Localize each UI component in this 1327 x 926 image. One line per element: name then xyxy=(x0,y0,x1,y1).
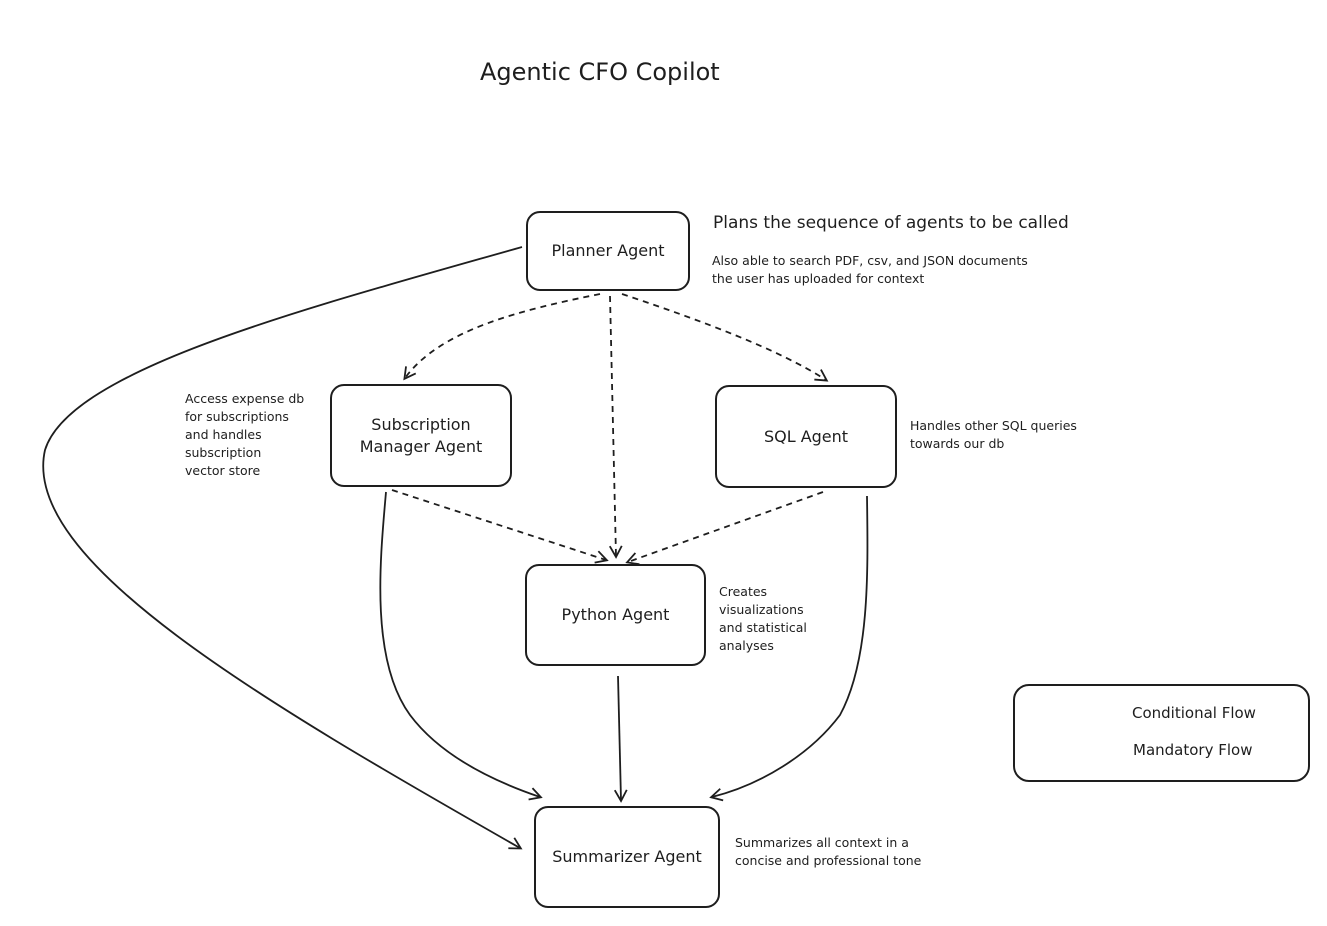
edge-planner-summarizer xyxy=(42,246,523,850)
planner-agent-node: Planner Agent xyxy=(526,211,690,291)
edge-sql-summarizer xyxy=(709,495,869,802)
python-agent-node: Python Agent xyxy=(525,564,706,666)
edge-sql-python xyxy=(625,491,824,566)
summarizer-agent-node: Summarizer Agent xyxy=(534,806,720,908)
edge-planner-python xyxy=(608,295,623,559)
edge-planner-sql xyxy=(621,293,829,382)
edge-python-summarizer xyxy=(613,675,628,803)
planner-heading-note: Plans the sequence of agents to be calle… xyxy=(713,213,1069,233)
legend-box xyxy=(1013,684,1310,782)
planner-detail-note: Also able to search PDF, csv, and JSON d… xyxy=(712,253,1028,286)
sql-note: Handles other SQL queries towards our db xyxy=(910,418,1077,451)
sql-agent-node: SQL Agent xyxy=(715,385,897,488)
edge-subscription-python xyxy=(391,489,609,564)
legend-mandatory-label: Mandatory Flow xyxy=(1133,741,1253,759)
summarizer-note: Summarizes all context in a concise and … xyxy=(735,835,922,868)
subscription-note: Access expense db for subscriptions and … xyxy=(185,391,305,478)
diagram-title: Agentic CFO Copilot xyxy=(480,58,720,86)
edge-planner-subscription xyxy=(403,293,601,381)
edge-subscription-summarizer xyxy=(379,491,543,801)
legend-conditional-label: Conditional Flow xyxy=(1132,704,1256,722)
python-note: Creates visualizations and statistical a… xyxy=(719,584,807,653)
subscription-manager-agent-node: Subscription Manager Agent xyxy=(330,384,512,487)
